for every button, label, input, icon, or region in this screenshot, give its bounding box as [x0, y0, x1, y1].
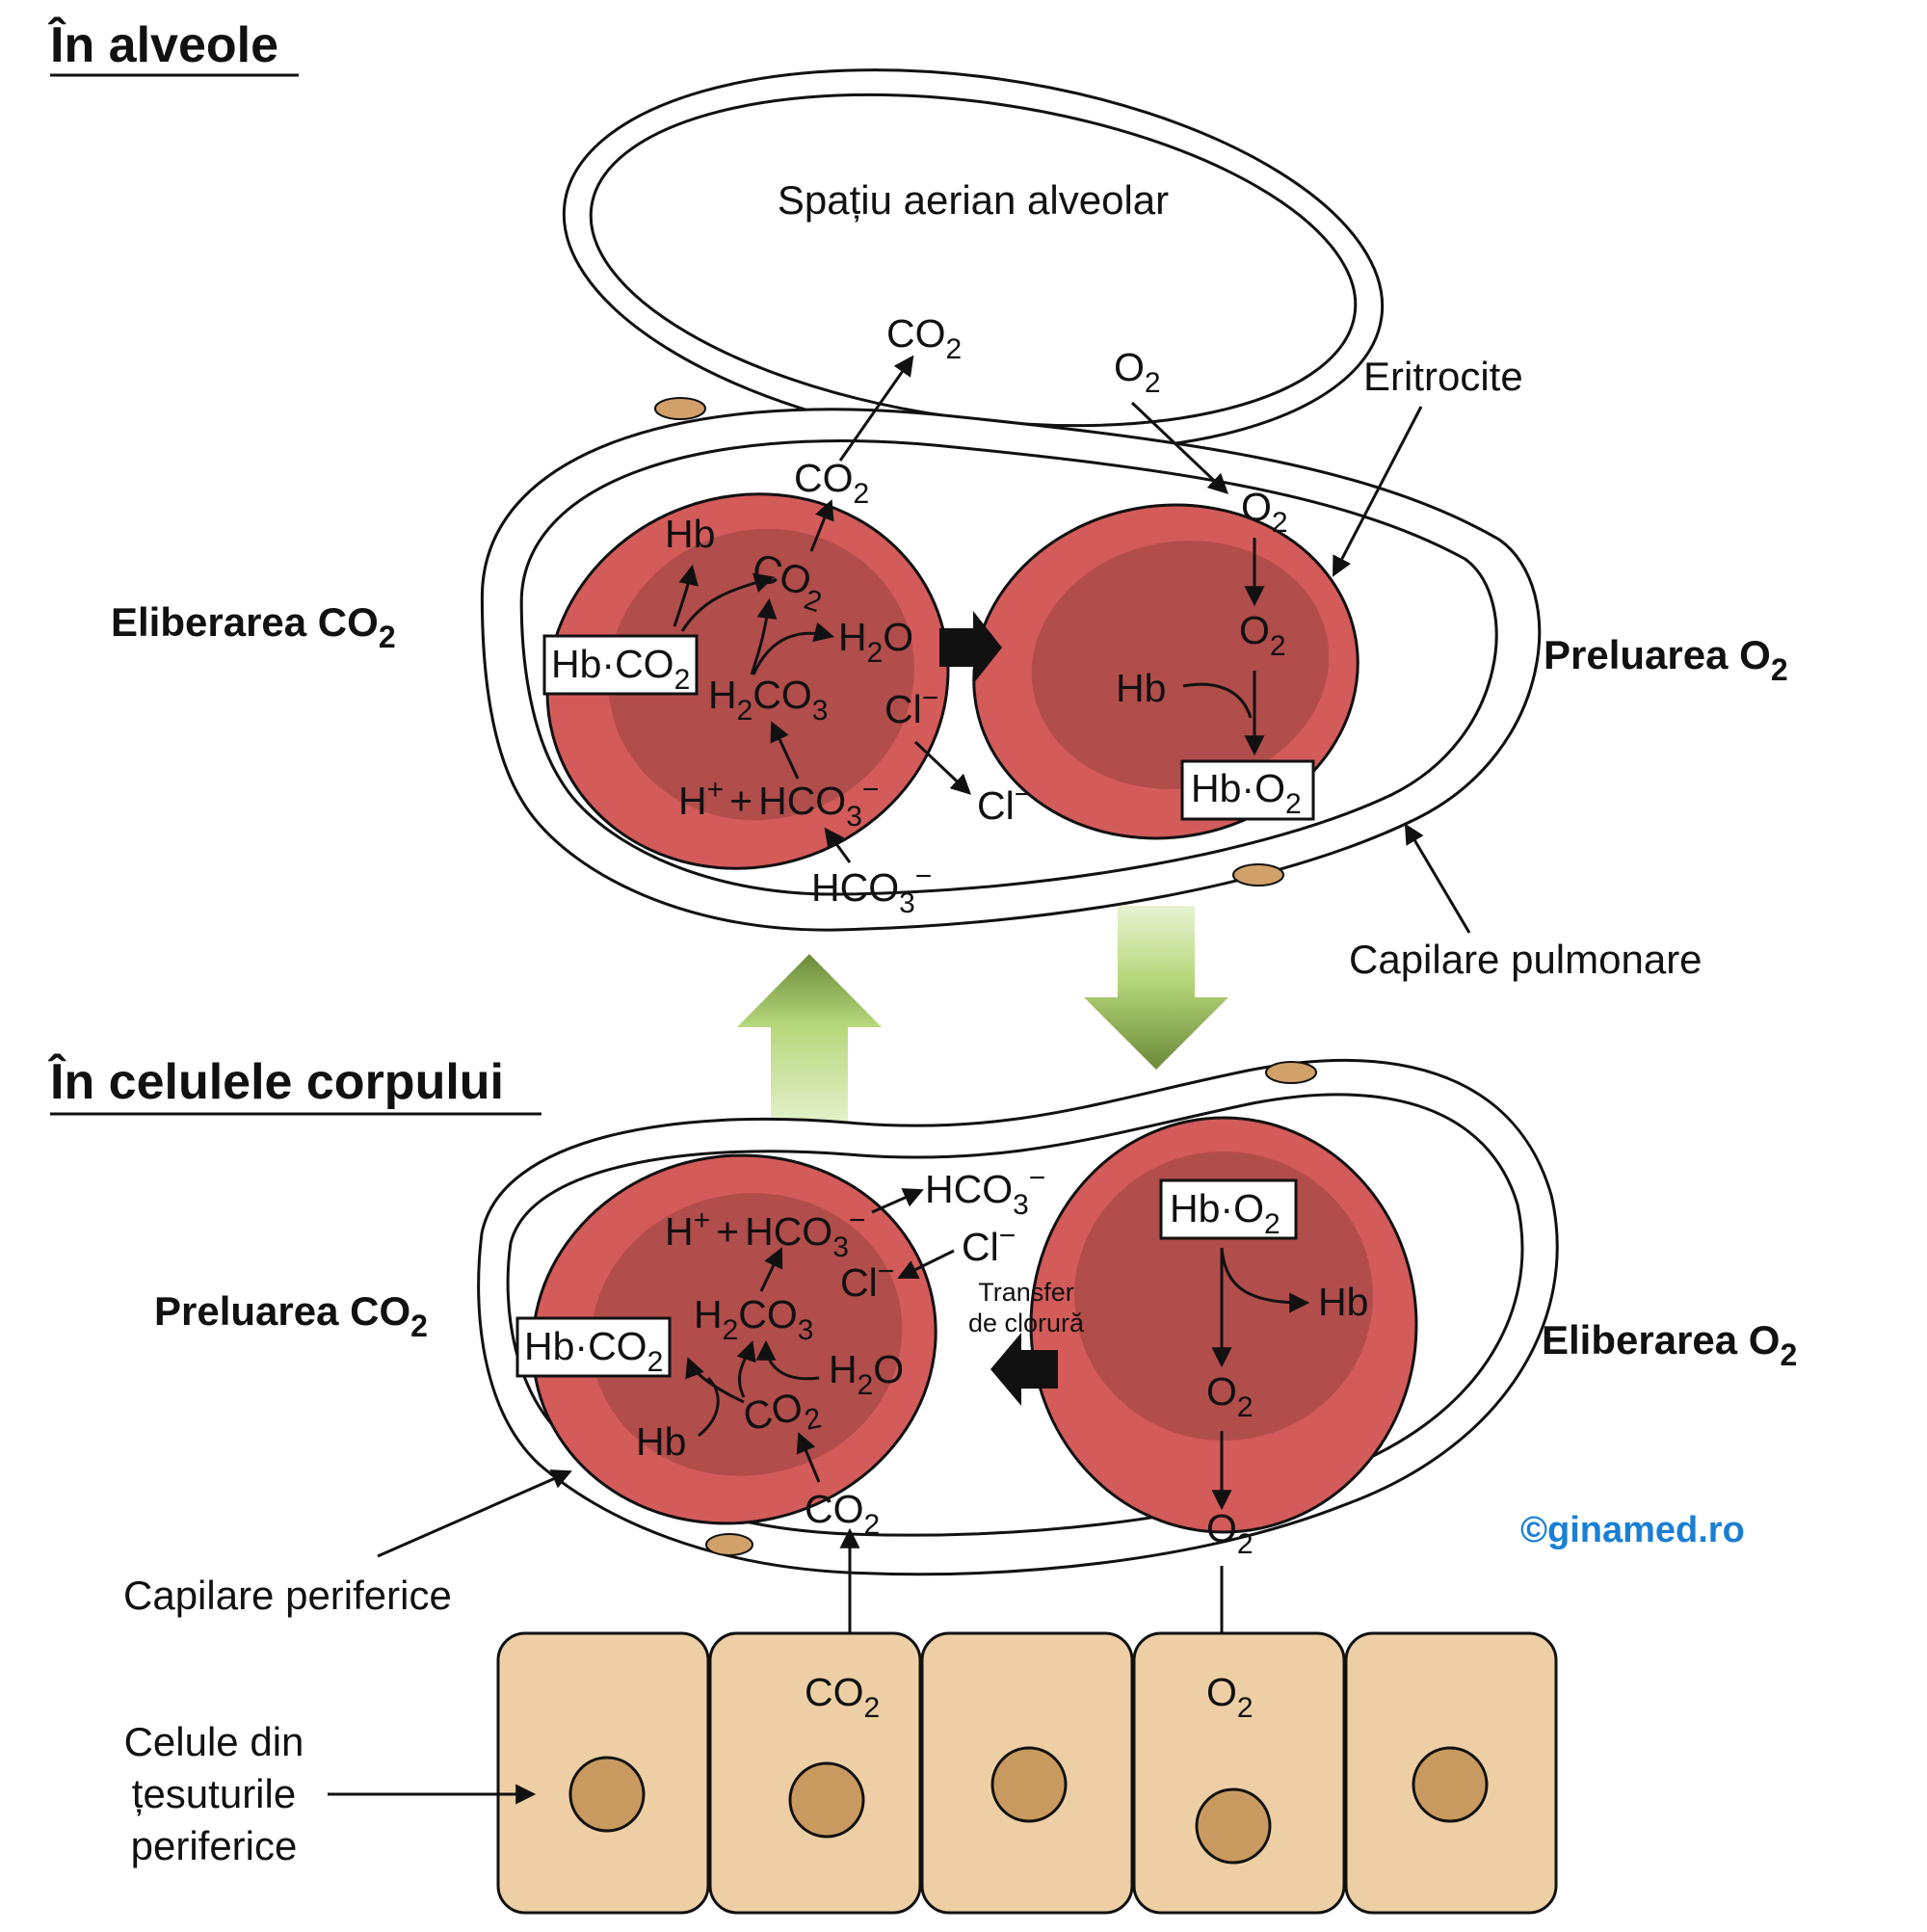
- red-blood-cell: [1029, 1116, 1418, 1534]
- hco3-text: HCO3−: [925, 1162, 1045, 1221]
- cl-text: Cl−: [884, 682, 938, 731]
- tissue-cell: [1132, 1631, 1346, 1915]
- o2-text: O2: [1206, 1506, 1254, 1560]
- capillary-pointer: [377, 1469, 572, 1558]
- h-plus-hco3-text: H++HCO3−: [678, 774, 879, 833]
- hb-o2-box: [1180, 759, 1315, 821]
- hco3-text: HCO3−: [811, 860, 932, 919]
- cl-text: Cl−: [962, 1220, 1016, 1269]
- o2-text: O2: [1206, 1670, 1254, 1724]
- endothelial-nucleus: [1265, 1061, 1317, 1084]
- o2-text: O2: [1239, 608, 1286, 662]
- transport-down-arrow: [1084, 906, 1228, 1070]
- hb-co2-text: Hb·CO2: [551, 642, 690, 696]
- pulmonary-capillaries-label: Capilare pulmonare: [1349, 937, 1703, 982]
- hb-o2-text: Hb·O2: [1191, 766, 1302, 820]
- hb-co2-box: [542, 634, 699, 696]
- hb-text: Hb: [1116, 666, 1166, 710]
- co2-release-label: Eliberarea CO2: [111, 599, 396, 654]
- erythrocytes-pointer: [1333, 406, 1423, 577]
- o2-text: O2: [1114, 345, 1161, 399]
- tissue-cells: [496, 1631, 1558, 1915]
- hb-text: Hb: [636, 1419, 686, 1464]
- hb-co2-text: Hb·CO2: [524, 1324, 663, 1378]
- alveolar-space-label: Spațiu aerian alveolar: [778, 177, 1169, 223]
- cell-nucleus: [1195, 1787, 1272, 1865]
- endothelial-nucleus: [705, 1533, 753, 1556]
- capillary-pointer: [1404, 823, 1471, 934]
- watermark: ©ginamed.ro: [1520, 1510, 1745, 1550]
- cell-nucleus: [568, 1756, 646, 1833]
- h2co3-text: H2CO3: [694, 1292, 813, 1346]
- alveolus: [562, 68, 1385, 452]
- flow-arrow: [939, 611, 1002, 684]
- cl-text: Cl−: [977, 779, 1031, 828]
- erythrocytes-label: Eritrocite: [1363, 354, 1523, 399]
- co2-text: CO2: [739, 1381, 824, 1449]
- section-title-body-cells: În celulele corpului: [47, 1053, 504, 1110]
- co2-text: CO2: [886, 311, 962, 365]
- hb-o2-box: [1159, 1178, 1298, 1240]
- h2co3-text: H2CO3: [708, 673, 828, 727]
- co2-uptake-chemistry: H++HCO3− HCO3− Cl− Cl− H2CO3 Hb·CO2 H2O …: [515, 1162, 1045, 1653]
- hb-text: Hb: [1318, 1280, 1368, 1324]
- cell-nucleus: [990, 1746, 1068, 1823]
- co2-text: CO2: [805, 1670, 880, 1724]
- hb-text: Hb: [665, 512, 715, 556]
- o2-uptake-label: Preluarea O2: [1544, 632, 1788, 687]
- transport-up-arrow: [737, 954, 882, 1132]
- co2-text: CO2: [794, 456, 869, 510]
- hb-co2-box: [515, 1316, 672, 1378]
- hb-o2-text: Hb·O2: [1170, 1186, 1280, 1240]
- o2-text: O2: [1241, 485, 1288, 539]
- h-plus-hco3-text: H++HCO3−: [665, 1204, 865, 1263]
- o2-uptake-chemistry: O2 O2 O2 Hb Hb·O2: [1114, 345, 1315, 821]
- cell-nucleus: [1412, 1746, 1489, 1823]
- cl-text: Cl−: [840, 1256, 894, 1305]
- o2-text: O2: [1206, 1369, 1254, 1423]
- section-title-alveoli: În alveole: [47, 16, 278, 73]
- flow-arrow: [990, 1333, 1058, 1406]
- h2o-text: H2O: [829, 1347, 904, 1401]
- endothelial-nucleus: [1232, 863, 1284, 887]
- red-blood-cell: [545, 492, 950, 870]
- co2-text: CO2: [805, 1487, 880, 1541]
- o2-release-chemistry: Hb·O2 Hb O2 O2: [1159, 1178, 1368, 1672]
- endothelial-nucleus: [654, 397, 706, 420]
- cell-nucleus: [788, 1761, 865, 1839]
- peripheral-capillaries-label: Capilare periferice: [123, 1573, 452, 1618]
- co2-uptake-label: Preluarea CO2: [154, 1288, 428, 1343]
- h2o-text: H2O: [838, 615, 913, 669]
- o2-release-label: Eliberarea O2: [1542, 1317, 1797, 1372]
- red-blood-cell: [531, 1153, 937, 1525]
